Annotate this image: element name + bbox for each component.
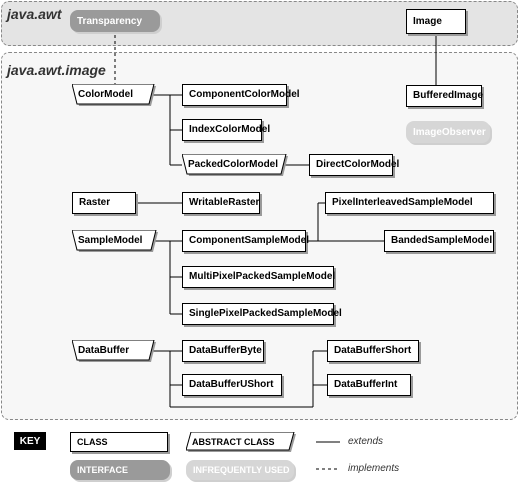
color-model-abstract-class: ColorModel [72,84,156,106]
pixel-interleaved-sample-model-class: PixelInterleavedSampleModel [325,192,494,214]
key-abstract-class-label: ABSTRACT CLASS [192,436,275,447]
multi-pixel-packed-sample-model-class: MultiPixelPackedSampleModel [182,266,335,288]
image-class: Image [406,9,466,34]
image-observer-interface: ImageObserver [406,121,490,143]
data-buffer-short-class: DataBufferShort [327,340,419,362]
data-buffer-ushort-class: DataBufferUShort [182,374,282,396]
direct-color-model-class: DirectColorModel [309,154,399,176]
key-abstract-class: ABSTRACT CLASS [186,432,296,452]
data-buffer-byte-class: DataBufferByte [182,340,264,362]
raster-class: Raster [72,192,136,214]
package-label-java-awt: java.awt [7,6,62,22]
key-label: KEY [14,432,46,450]
data-buffer-label: DataBuffer [78,345,130,356]
data-buffer-abstract-class: DataBuffer [72,340,156,362]
sample-model-label: SampleModel [78,235,143,246]
package-label-java-awt-image: java.awt.image [7,62,106,78]
transparency-interface: Transparency [70,10,160,32]
key-implements-label: implements [348,463,400,474]
single-pixel-packed-sample-model-class: SinglePixelPackedSampleModel [182,303,342,325]
key-class: CLASS [70,432,168,452]
packed-color-model-abstract-class: PackedColorModel [182,154,288,176]
banded-sample-model-class: BandedSampleModel [384,230,494,252]
component-color-model-class: ComponentColorModel [182,84,300,106]
writable-raster-class: WritableRaster [182,192,260,214]
index-color-model-class: IndexColorModel [182,119,270,141]
sample-model-abstract-class: SampleModel [72,230,158,252]
component-sample-model-class: ComponentSampleModel [182,230,309,252]
packed-color-model-label: PackedColorModel [188,159,279,170]
data-buffer-int-class: DataBufferInt [327,374,411,396]
buffered-image-class: BufferedImage [406,85,483,107]
key-extends-label: extends [348,436,384,447]
color-model-label: ColorModel [78,89,133,100]
key-interface: INTERFACE [70,460,170,480]
key-infrequently-used: INFREQUENTLY USED [186,460,294,480]
